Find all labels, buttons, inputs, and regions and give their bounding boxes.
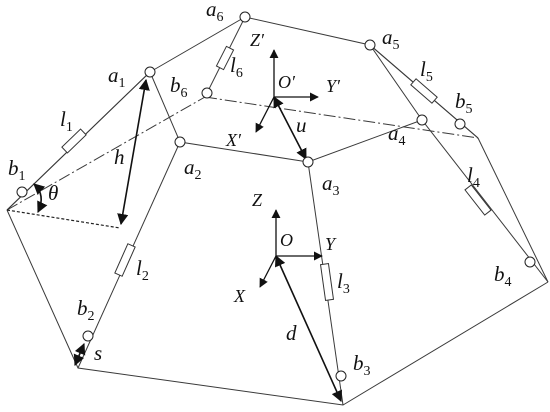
label-u: u xyxy=(296,113,307,137)
leg-3-cylinder xyxy=(319,263,335,301)
label-b4: b4 xyxy=(494,262,512,290)
base-edge-front xyxy=(6,209,549,406)
label-b5: b5 xyxy=(455,89,473,117)
label-l5: l5 xyxy=(420,57,433,85)
leg-4-cylinder xyxy=(464,184,492,216)
label-l3: l3 xyxy=(337,269,350,297)
h-dimension-line xyxy=(117,78,150,226)
joint-a5 xyxy=(364,39,376,51)
joint-b3 xyxy=(335,370,347,382)
joints xyxy=(16,11,536,382)
leg-labels: l1 l2 l3 l4 l5 l6 xyxy=(60,53,480,297)
upper-x-axis xyxy=(255,96,275,133)
label-h: h xyxy=(114,145,125,169)
lower-x-label: X xyxy=(233,286,246,306)
label-d: d xyxy=(286,321,297,345)
label-a5: a5 xyxy=(382,25,400,53)
label-b1: b1 xyxy=(8,156,26,184)
label-a2: a2 xyxy=(184,155,202,183)
joint-b1 xyxy=(16,186,28,198)
label-b6: b6 xyxy=(170,73,188,101)
upper-origin-label: O′ xyxy=(278,72,296,92)
upper-frame: Z′ O′ Y′ X′ xyxy=(225,30,341,150)
u-dimension-line xyxy=(273,96,307,160)
label-l4: l4 xyxy=(467,163,480,191)
symbol-labels: θ h u d s xyxy=(48,113,307,365)
joint-a3 xyxy=(302,156,314,168)
leg-4-line xyxy=(421,119,549,283)
joint-b5 xyxy=(454,118,466,130)
label-a4: a4 xyxy=(388,121,406,149)
label-s: s xyxy=(94,341,102,365)
label-theta: θ xyxy=(48,181,58,205)
leg-6-cylinder xyxy=(215,45,235,71)
label-a6: a6 xyxy=(206,0,224,25)
leg-1-cylinder xyxy=(61,128,87,154)
upper-y-label: Y′ xyxy=(326,76,341,96)
s-dimension-line xyxy=(73,342,86,367)
base-edge-hidden-left xyxy=(6,96,206,211)
label-a1: a1 xyxy=(108,63,126,91)
base-edge-hidden-back xyxy=(204,96,479,139)
lower-y-label: Y xyxy=(325,234,337,254)
leg-2-cylinder xyxy=(114,243,136,277)
d-dimension-line xyxy=(275,254,342,403)
joint-b2 xyxy=(82,330,94,342)
label-b2: b2 xyxy=(77,296,95,324)
upper-x-label: X′ xyxy=(225,130,242,150)
theta-arc xyxy=(33,183,48,214)
label-b3: b3 xyxy=(353,351,371,379)
joint-a1 xyxy=(144,66,156,78)
joint-a4 xyxy=(416,114,428,126)
lower-frame: Z O Y X xyxy=(233,190,337,306)
dimensions xyxy=(6,78,342,403)
label-l1: l1 xyxy=(60,107,73,135)
upper-z-label: Z′ xyxy=(250,30,265,50)
lower-z-label: Z xyxy=(252,190,263,210)
theta-reference-line xyxy=(6,209,121,229)
label-l2: l2 xyxy=(136,256,149,284)
joint-labels: a1 a2 a3 a4 a5 a6 b1 b2 b3 b4 b5 b6 xyxy=(8,0,512,379)
lower-x-axis xyxy=(259,255,277,288)
joint-b6 xyxy=(201,87,213,99)
base-edge-right xyxy=(477,137,549,283)
joint-b4 xyxy=(524,256,536,268)
base-platform xyxy=(6,44,549,406)
lower-origin-label: O xyxy=(280,230,293,250)
joint-a2 xyxy=(174,136,186,148)
leg-5-cylinder xyxy=(410,78,438,104)
label-l6: l6 xyxy=(230,53,243,81)
label-a3: a3 xyxy=(322,171,340,199)
joint-a6 xyxy=(239,11,251,23)
